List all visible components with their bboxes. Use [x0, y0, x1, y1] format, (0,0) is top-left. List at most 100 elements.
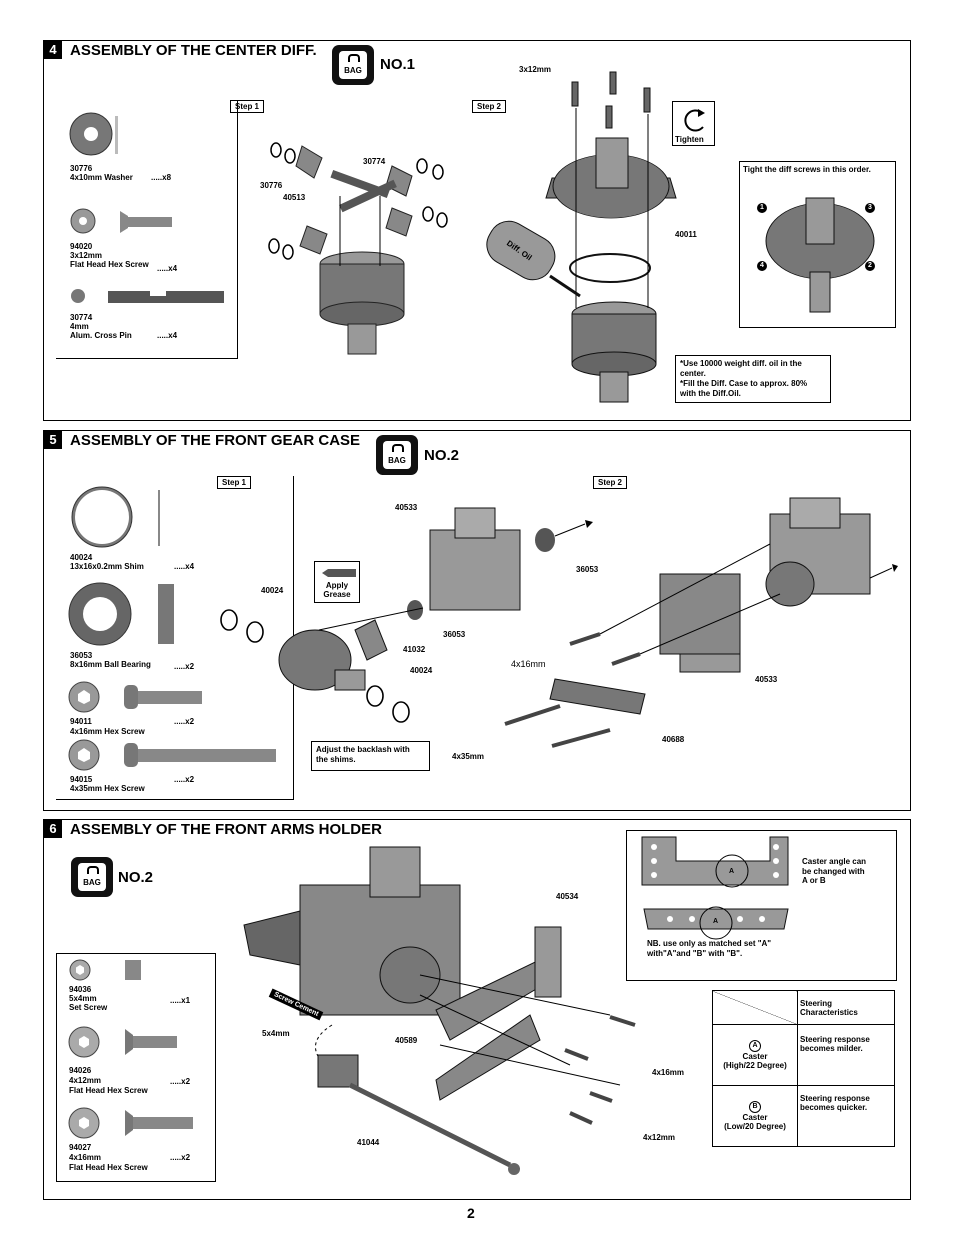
step-label: Step 2 — [472, 100, 507, 113]
part-desc: 4x35mm Hex Screw — [70, 784, 145, 793]
part-desc: 5x4mm — [69, 994, 97, 1003]
gear-case-step2-drawing — [504, 497, 898, 748]
part-desc: Set Screw — [69, 1003, 108, 1012]
table-row: B Caster (Low/20 Degree) Steering respon… — [712, 1085, 895, 1147]
section-front-gear-case — [43, 430, 911, 811]
part-code: 94036 — [69, 985, 92, 994]
part-qty: .....x2 — [174, 717, 195, 726]
flat-head-screw-icon — [68, 1107, 193, 1139]
section-front-arms-holder — [43, 819, 911, 1200]
washer-icon — [69, 112, 118, 156]
part-qty: .....x2 — [174, 775, 195, 784]
part-code: 30776 — [70, 164, 93, 173]
caster-mark: A — [749, 1040, 761, 1053]
bag-number: NO.2 — [424, 447, 460, 464]
bag-icon: BAG — [71, 857, 113, 897]
diff-top-view-drawing — [757, 197, 875, 313]
part-label: 40533 — [395, 503, 418, 512]
table-row: A Caster (High/22 Degree) Steering respo… — [712, 1024, 895, 1087]
bag-number: NO.2 — [118, 869, 154, 886]
page-number: 2 — [467, 1205, 475, 1221]
steering-table: Steering Characteristics A Caster (High/… — [712, 989, 895, 1147]
diff-oil-bottle-icon — [486, 220, 581, 298]
mark-a: A — [729, 868, 735, 875]
caster-note: Caster angle can be changed with A or B — [802, 857, 867, 885]
part-label: 40513 — [283, 193, 306, 202]
part-label: 41032 — [403, 645, 426, 654]
part-desc: Flat Head Hex Screw — [69, 1163, 148, 1172]
part-code: 40024 — [70, 553, 93, 562]
part-label: 40533 — [755, 675, 778, 684]
part-label: 40589 — [395, 1036, 418, 1045]
part-label: 40688 — [662, 735, 685, 744]
grease-box: Apply Grease — [314, 561, 360, 603]
screw-size-label: 4x16mm — [511, 659, 546, 669]
part-desc: 13x16x0.2mm Shim — [70, 562, 144, 571]
section-title: ASSEMBLY OF THE FRONT GEAR CASE — [70, 432, 361, 449]
bag-number: NO.1 — [380, 56, 416, 73]
caster-mark: B — [749, 1101, 761, 1114]
order-note: Tight the diff screws in this order. — [743, 165, 871, 174]
step-label: Step 1 — [230, 100, 265, 113]
tighten-label: Tighten — [675, 135, 704, 144]
part-qty: .....x2 — [174, 662, 195, 671]
part-label: 5x4mm — [262, 1029, 290, 1038]
part-desc: 4mm — [70, 322, 89, 331]
shim-icon — [71, 486, 160, 548]
ball-bearing-icon — [68, 582, 174, 646]
part-label: 36053 — [443, 630, 466, 639]
order-number: 3 — [868, 204, 872, 211]
part-desc: 4x12mm — [69, 1076, 102, 1085]
arms-holder-drawing — [243, 846, 636, 1175]
long-hex-screw-icon — [68, 739, 276, 771]
parts-list — [56, 101, 238, 359]
part-label: 40024 — [261, 586, 284, 595]
part-desc: 3x12mm — [70, 251, 103, 260]
grease-tube-icon — [322, 569, 356, 577]
part-desc: 4x10mm Washer — [70, 173, 133, 182]
part-desc: Flat Head Hex Screw — [70, 260, 149, 269]
part-label: 30776 — [260, 181, 283, 190]
screw-icon — [70, 208, 172, 234]
set-screw-icon — [69, 959, 141, 981]
part-qty: .....x2 — [170, 1153, 191, 1162]
diff-gear-drawing — [545, 71, 677, 403]
part-desc: Flat Head Hex Screw — [69, 1086, 148, 1095]
order-number: 2 — [868, 262, 872, 269]
part-desc: 4x16mm — [69, 1153, 102, 1162]
part-qty: .....x2 — [170, 1077, 191, 1086]
screw-size-label: 4x16mm — [652, 1068, 685, 1077]
oil-note: *Use 10000 weight diff. oil in the cente… — [675, 355, 831, 403]
part-qty: .....x1 — [170, 996, 191, 1005]
part-label: 40011 — [675, 230, 697, 239]
screw-size-label: 4x35mm — [452, 752, 485, 761]
gear-case-step1-drawing — [220, 507, 593, 723]
caster-holder-a-drawing — [641, 836, 789, 940]
order-number: 4 — [760, 262, 764, 269]
part-code: 94011 — [70, 717, 92, 726]
part-desc: Alum. Cross Pin — [70, 331, 132, 340]
mark-a: A — [713, 918, 719, 925]
part-desc: 4x16mm Hex Screw — [70, 727, 145, 736]
part-qty: .....x4 — [157, 264, 178, 273]
table-header: Steering Characteristics — [797, 989, 895, 1026]
set-note: NB. use only as matched set "A" with"A"a… — [647, 939, 772, 958]
bag-icon: BAG — [376, 435, 418, 475]
part-label: 40024 — [410, 666, 433, 675]
parts-list — [56, 953, 216, 1182]
diff-exploded-drawing — [268, 142, 448, 355]
cross-pin-icon — [71, 289, 224, 303]
bag-icon: BAG — [332, 45, 374, 85]
hex-screw-icon — [68, 681, 202, 713]
backlash-note: Adjust the backlash with the shims. — [311, 741, 430, 771]
part-code: 94015 — [70, 775, 93, 784]
order-number: 1 — [760, 204, 764, 211]
part-label: 30774 — [363, 157, 386, 166]
step-label: Step 2 — [593, 476, 628, 489]
part-code: 30774 — [70, 313, 93, 322]
part-label: 40534 — [556, 892, 579, 901]
part-qty: .....x4 — [157, 331, 178, 340]
part-desc: 8x16mm Ball Bearing — [70, 660, 151, 669]
flat-head-screw-icon — [68, 1026, 177, 1058]
part-code: 94027 — [69, 1143, 92, 1152]
